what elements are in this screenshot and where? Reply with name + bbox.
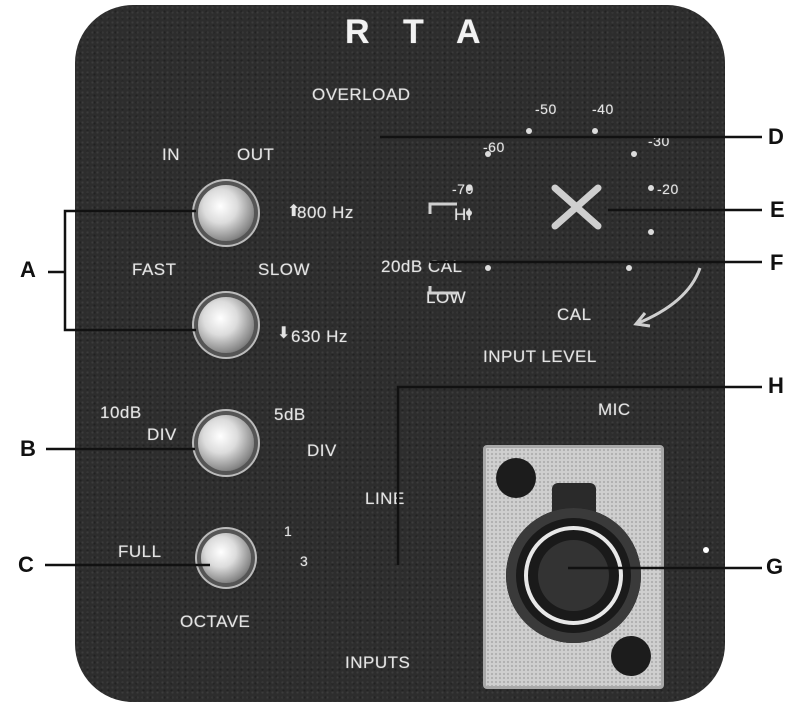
scale-dot [485, 265, 491, 271]
octave-knob[interactable] [201, 533, 251, 583]
scale-dot [631, 151, 637, 157]
scale-dot [526, 128, 532, 134]
panel-dot [703, 547, 709, 553]
scale-dot [648, 229, 654, 235]
scale-dot [648, 185, 654, 191]
callout-e: E [770, 197, 785, 222]
freq-630-label: 630 Hz [291, 327, 348, 346]
inputs-label: INPUTS [345, 653, 411, 672]
input-level-label: INPUT LEVEL [483, 347, 597, 366]
div5-label-bottom: DIV [307, 441, 337, 460]
callout-g: G [766, 554, 784, 579]
mount-hole-top [496, 458, 536, 498]
cal-arrowhead [633, 312, 651, 328]
div10-label-top: 10dB [100, 403, 142, 422]
scale-minus-40: -40 [592, 101, 614, 117]
div5-label-top: 5dB [274, 405, 306, 424]
in-label: IN [162, 145, 180, 164]
scale-dot [485, 151, 491, 157]
hi-bracket [428, 202, 457, 214]
overload-label: OVERLOAD [312, 85, 411, 104]
low-bracket [428, 286, 457, 295]
callout-a: A [20, 257, 36, 282]
arrow-down-icon: ⬇ [277, 325, 291, 342]
scale-dot [466, 210, 472, 216]
callout-c: C [18, 552, 34, 577]
scale-minus-50: -50 [535, 101, 557, 117]
panel-title: R T A [345, 13, 493, 51]
mic-label: MIC [598, 400, 631, 419]
xlr-ring [524, 526, 623, 625]
full-label: FULL [118, 542, 162, 561]
callout-h-line [396, 385, 762, 565]
in-out-knob[interactable] [198, 185, 254, 241]
freq-800-label: 800 Hz [297, 203, 354, 222]
slow-label: SLOW [258, 260, 311, 279]
scale-dot [626, 265, 632, 271]
div10-label-bottom: DIV [147, 425, 177, 444]
callout-b: B [20, 436, 36, 461]
scale-minus-70: -70 [452, 181, 474, 197]
callout-h: H [768, 373, 784, 398]
xlr-center [538, 540, 609, 611]
cal-arrow [635, 267, 702, 326]
out-label: OUT [237, 145, 275, 164]
scale-minus-60: -60 [483, 139, 505, 155]
callout-d: D [768, 124, 784, 149]
arrow-up-icon: ⬆ [287, 203, 301, 220]
hi-label: HI [454, 205, 472, 224]
cal-label: CAL [557, 305, 592, 324]
fast-label: FAST [132, 260, 177, 279]
octave-label: OCTAVE [180, 612, 251, 631]
third-numerator: 1 [284, 523, 293, 539]
callout-a-bracket [63, 209, 196, 332]
third-denominator: 3 [300, 553, 309, 569]
rta-front-panel: R T A OVERLOAD IN OUT ⬆ 800 Hz FAST SLOW… [75, 5, 725, 702]
level-knob-x [551, 184, 602, 230]
mount-hole-bottom [611, 636, 651, 676]
scale-minus-20: -20 [657, 181, 679, 197]
xlr-socket [506, 508, 641, 643]
db-per-div-knob[interactable] [198, 415, 254, 471]
fast-slow-knob[interactable] [198, 297, 254, 353]
scale-dot [466, 185, 472, 191]
callout-f: F [770, 250, 784, 275]
scale-dot [592, 128, 598, 134]
line-label: LINE [365, 489, 405, 508]
